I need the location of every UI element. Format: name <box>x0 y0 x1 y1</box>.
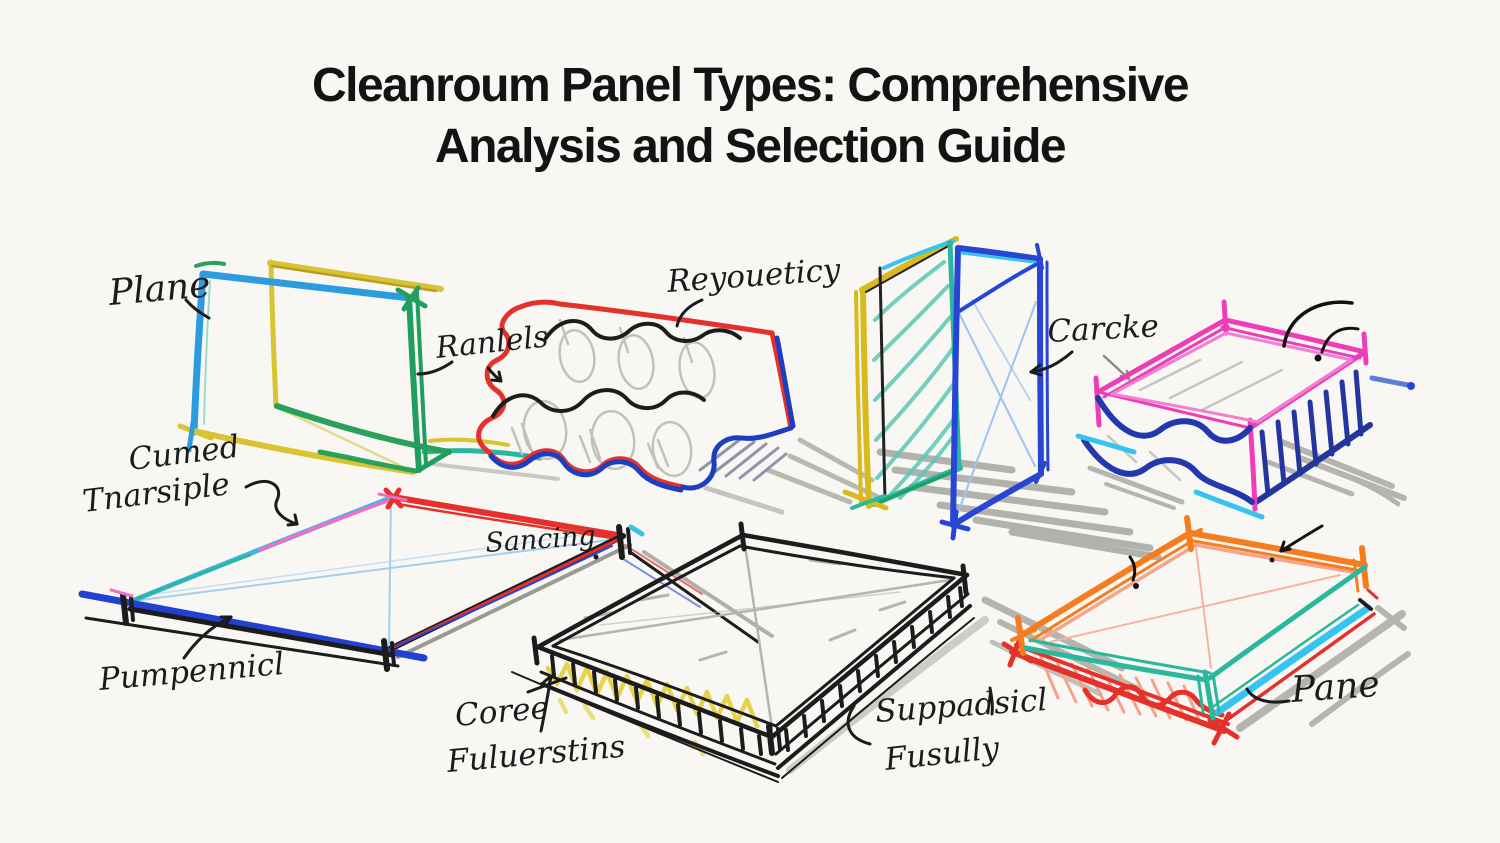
arrow-plane-pointer <box>184 298 211 320</box>
label-coree-line2: Fuluerstins <box>445 729 627 781</box>
arrow-top-annotation <box>1279 524 1324 553</box>
arrow-reyoueticy-pointer <box>675 298 704 328</box>
corrugated-shading <box>510 318 716 478</box>
arrow-suppadsicl-pointer <box>846 704 872 746</box>
label-reyoueticy: Reyoueticy <box>665 252 842 300</box>
label-coree-line1: Coree <box>454 690 551 734</box>
page-title-line1: Cleanroum Panel Types: Comprehensive <box>311 59 1190 112</box>
arc-annotation <box>1282 300 1360 354</box>
wavy-tray-side-hatch <box>1259 369 1364 497</box>
label-plane: Plane <box>106 264 212 314</box>
flat-panel-corner-marks <box>109 487 645 672</box>
corrugated-endcap-hatch <box>698 436 788 482</box>
flat-diamond-panel-sketch: Sancing Cumed Tnarsiple Pumpennicl <box>78 429 774 698</box>
stray-ink-mark <box>988 686 994 716</box>
ink-dot <box>1314 354 1322 362</box>
wavy-tray-inner-hatch <box>1106 358 1284 482</box>
frame-tray-shadow <box>1236 605 1411 732</box>
label-pumpennicl: Pumpennicl <box>97 646 286 698</box>
label-sancing: Sancing <box>484 520 596 559</box>
tick-annotation <box>1128 555 1137 582</box>
wavy-tray-inner-rim <box>1110 331 1354 424</box>
arrow-cumed-pointer <box>244 480 299 527</box>
sandwich-castellation <box>550 586 964 756</box>
frame-tray-sketch: Pane <box>1001 515 1411 746</box>
label-ranlels: Ranlels <box>433 319 550 366</box>
arrow-carcke-pointer <box>1029 350 1074 377</box>
label-suppadsicl-line2: Fusully <box>882 730 1001 778</box>
panel-b-diagonals <box>955 299 1037 519</box>
arrow-pumpennicl-pointer <box>182 615 233 660</box>
sandwich-panel-sketch: Coree Fuluerstins Suppadsicl Fusully <box>445 521 1143 783</box>
arrow-pane-pointer <box>1245 687 1291 704</box>
wireframe-box-sketch: Plane <box>106 259 560 481</box>
corrugated-panel-shadow <box>703 437 883 515</box>
label-cumed-line2: Tnarsiple <box>81 466 232 520</box>
blue-dot <box>1407 382 1415 390</box>
label-pane: Pane <box>1289 664 1381 711</box>
arrow-ranlels-pointer <box>416 360 503 383</box>
frame-tray-inner <box>1038 543 1360 669</box>
wavy-tray-sketch <box>1075 299 1415 520</box>
corrugated-panel-sketch: Reyoueticy Ranlels <box>416 252 883 515</box>
label-carcke: Carcke <box>1047 308 1160 350</box>
vertical-panels-sketch: Carcke <box>842 236 1162 561</box>
page-title-line2: Analysis and Selection Guide <box>434 119 1067 173</box>
page-title: Cleanroum Panel Types: Comprehensive Ana… <box>0 56 1500 178</box>
arrow-coree-pointer <box>526 674 568 733</box>
flat-panel-diagonals <box>132 499 618 646</box>
